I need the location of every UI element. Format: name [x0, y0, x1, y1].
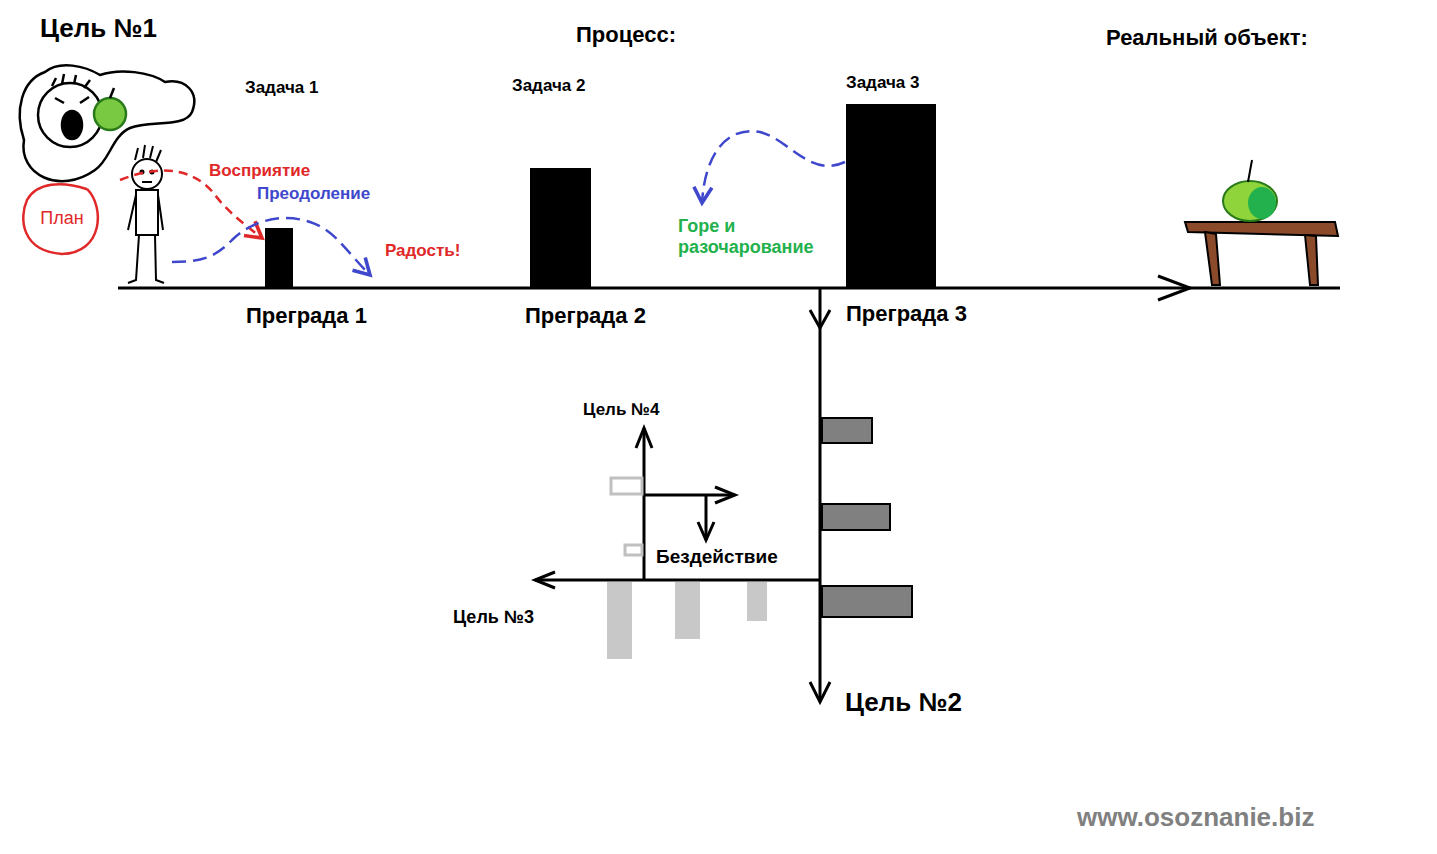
- obstacle-bar: [265, 228, 293, 287]
- task-label: Задача 3: [846, 73, 919, 93]
- task-label: Задача 1: [245, 78, 318, 98]
- obstacle-label: Преграда 1: [246, 303, 367, 328]
- section-title: Реальный объект:: [1106, 25, 1308, 50]
- side-obstacles: [822, 418, 912, 617]
- stick-person: [128, 145, 164, 283]
- section-title: Процесс:: [576, 22, 676, 47]
- apple-on-table: [1185, 160, 1338, 285]
- goal-label: Цель №4: [583, 400, 659, 420]
- obstacle-label: Преграда 2: [525, 303, 646, 328]
- obstacle: Задача 3 Преграда 3: [846, 73, 996, 331]
- obstacle-bar: [846, 104, 936, 287]
- stage-label: Горе и разочарование: [676, 216, 850, 257]
- goal-title: Цель №1: [40, 14, 157, 44]
- perception-arrow: [120, 171, 262, 238]
- process-axis: [118, 276, 1340, 702]
- obstacle-label: Преграда 3: [846, 301, 967, 326]
- obstacle-bar: [530, 168, 591, 287]
- obstacle: Задача 1 Преграда 1: [245, 78, 396, 333]
- goal-label: Цель №3: [453, 607, 534, 628]
- stage-label: Радость!: [383, 241, 462, 261]
- obstacle: Задача 2 Преграда 2: [512, 76, 675, 333]
- grief-arrow: [702, 131, 845, 203]
- watermark: www.osoznanie.biz: [1077, 803, 1314, 833]
- stage-label: Преодоление: [255, 184, 372, 204]
- faded-obstacles: [607, 478, 767, 659]
- stage-label: Восприятие: [207, 161, 312, 181]
- plan-circle: План: [17, 179, 107, 257]
- task-label: Задача 2: [512, 76, 585, 96]
- plan-text: План: [40, 208, 83, 229]
- thought-cloud: [20, 65, 194, 181]
- goal-label: Цель №2: [845, 688, 962, 718]
- state-label: Бездействие: [654, 546, 780, 568]
